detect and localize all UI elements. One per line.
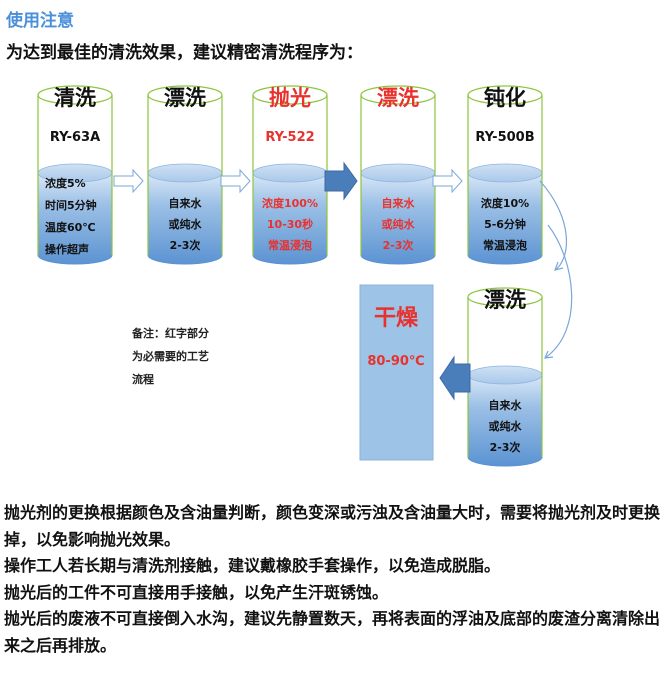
note-paragraph: 抛光后的废液不可直接倒入水沟，建议先静置数天，再将表面的浮油及底部的废渣分离清除… xyxy=(4,609,661,655)
step-param: 温度60℃ xyxy=(45,220,96,234)
step-name: 清洗 xyxy=(54,86,96,110)
process-diagram: 清洗RY-63A浓度5%时间5分钟温度60℃操作超声漂洗自来水或纯水2-3次抛光… xyxy=(37,85,573,467)
curve-arrow-b-icon xyxy=(544,224,573,359)
step-param: 常温浸泡 xyxy=(483,238,527,252)
step-param: 浓度100% xyxy=(262,196,318,210)
section-title: 使用注意 xyxy=(6,11,74,31)
step-name: 漂洗 xyxy=(484,288,526,312)
note-paragraph: 抛光剂的更换根据颜色及含油量判断，颜色变深或污浊及含油量大时，需要将抛光剂及时更… xyxy=(4,503,661,549)
step-param: 10-30秒 xyxy=(267,217,313,231)
step-param: 自来水 xyxy=(169,196,203,210)
curve-arrow-a-icon xyxy=(539,180,568,271)
step-param: 2-3次 xyxy=(170,238,201,252)
step-name: 漂洗 xyxy=(377,86,419,110)
step-param: 2-3次 xyxy=(383,238,414,252)
product-code: RY-522 xyxy=(265,130,314,145)
product-code: RY-63A xyxy=(50,130,100,145)
note-paragraph: 操作工人若长期与清洗剂接触，建议戴橡胶手套操作，以免造成脱脂。 xyxy=(4,556,501,575)
step-param: 自来水 xyxy=(382,196,416,210)
intro-text: 为达到最佳的清洗效果，建议精密清洗程序为： xyxy=(6,43,363,63)
arrow-1-icon xyxy=(113,168,144,194)
remark-note: 备注：红字部分 为必需要的工艺 流程 xyxy=(132,327,209,386)
step-name: 钝化 xyxy=(484,86,526,110)
arrow-2-icon xyxy=(220,168,251,194)
step-param: 浓度5% xyxy=(45,176,86,190)
dry-box xyxy=(359,284,434,461)
step-param: 2-3次 xyxy=(490,440,521,454)
step-param: 浓度10% xyxy=(481,196,529,210)
step-name: 抛光 xyxy=(269,86,311,110)
step-param: 或纯水 xyxy=(382,217,416,231)
product-code: RY-500B xyxy=(475,130,534,145)
arrow-4-icon xyxy=(432,168,463,194)
step-param: 5-6分钟 xyxy=(484,217,526,231)
note-paragraph: 抛光后的工件不可直接用手接触，以免产生汗斑锈蚀。 xyxy=(4,582,389,602)
step-name: 漂洗 xyxy=(164,86,206,110)
step-param: 常温浸泡 xyxy=(268,238,312,252)
step-param: 或纯水 xyxy=(169,217,203,231)
step-param: 时间5分钟 xyxy=(45,198,97,212)
step-param: 或纯水 xyxy=(489,419,523,433)
usage-notes: 抛光剂的更换根据颜色及含油量判断，颜色变深或污浊及含油量大时，需要将抛光剂及时更… xyxy=(4,500,664,659)
arrow-to-dry-icon xyxy=(439,355,471,401)
dry-temp: 80-90℃ xyxy=(367,354,424,369)
arrow-3-icon xyxy=(324,161,358,201)
step-param: 操作超声 xyxy=(45,242,89,256)
dry-title: 干燥 xyxy=(374,306,419,331)
step-param: 自来水 xyxy=(489,398,523,412)
